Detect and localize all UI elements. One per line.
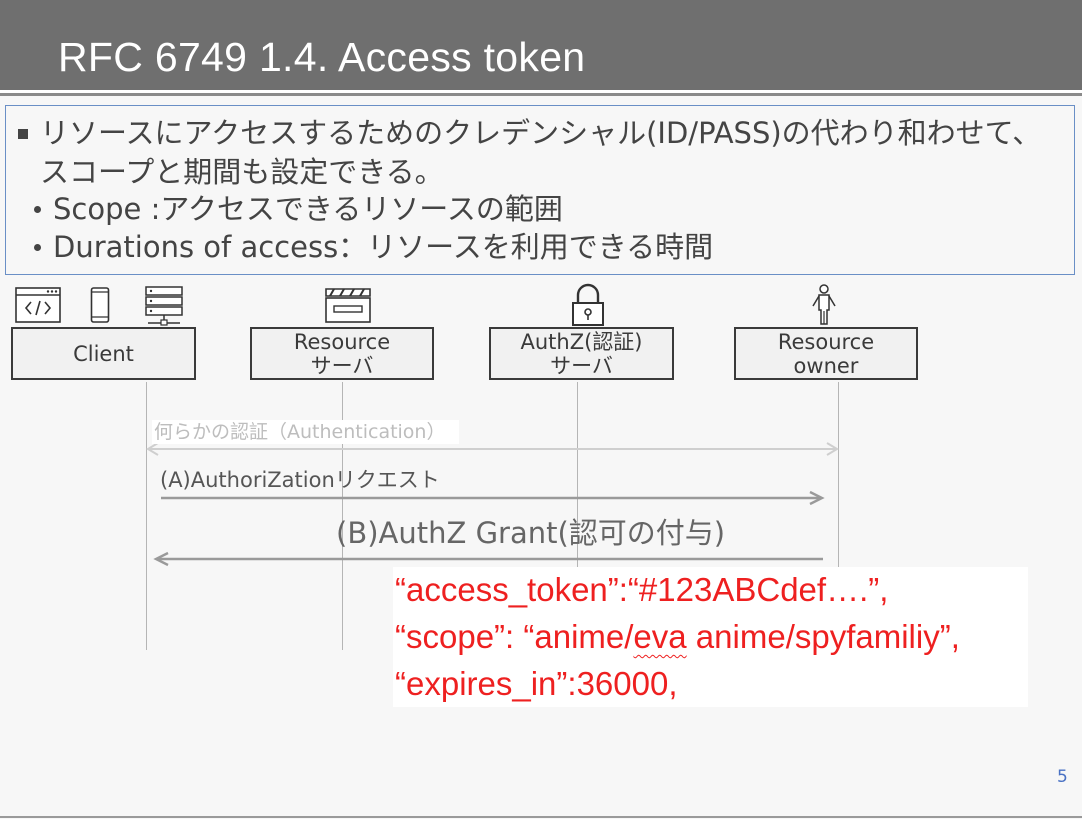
lifeline-authz-server bbox=[577, 382, 578, 572]
actor-authz-server-label-2: サーバ bbox=[550, 353, 613, 378]
authz-grant-label: (B)AuthZ Grant(認可の付与) bbox=[336, 516, 726, 550]
page-number: 5 bbox=[1057, 767, 1068, 787]
bullet-sub-scope: Scope :アクセスできるリソースの範囲 bbox=[34, 190, 563, 229]
actor-resource-server: Resource サーバ bbox=[250, 327, 434, 380]
actor-resource-server-label-2: サーバ bbox=[310, 353, 374, 378]
title-divider bbox=[0, 90, 1082, 93]
bullet-main: リソースにアクセスするためのクレデンシャル(ID/PASS)の代わり和わせて、ス… bbox=[18, 114, 1048, 192]
authz-grant-arrow bbox=[153, 551, 823, 567]
actor-resource-server-label-1: Resource bbox=[293, 329, 391, 354]
actor-client: Client bbox=[11, 327, 196, 380]
server-rack-icon bbox=[145, 286, 183, 326]
dot-bullet-icon bbox=[34, 205, 41, 213]
bullet-sub-duration: Durations of access：リソースを利用できる時間 bbox=[34, 228, 713, 267]
lifeline-resource-owner bbox=[838, 382, 839, 572]
bottom-divider bbox=[0, 816, 1082, 818]
authentication-label: 何らかの認証（Authentication） bbox=[152, 420, 460, 444]
smartphone-icon bbox=[90, 287, 110, 323]
dot-bullet-icon bbox=[34, 243, 41, 251]
actor-authz-server: AuthZ(認証) サーバ bbox=[489, 327, 674, 380]
token-scope-misspelled: eva bbox=[633, 618, 687, 655]
clapperboard-icon bbox=[325, 288, 371, 323]
padlock-icon bbox=[572, 283, 604, 326]
square-bullet-icon bbox=[18, 129, 28, 139]
authentication-arrow bbox=[146, 442, 839, 456]
bullet-sub-duration-text: Durations of access：リソースを利用できる時間 bbox=[53, 230, 714, 264]
slide-title: RFC 6749 1.4. Access token bbox=[58, 34, 586, 80]
token-scope-prefix: “scope”: “anime/ bbox=[395, 618, 634, 655]
token-response-box: “access_token”:“#123ABCdef….”, “scope”: … bbox=[393, 567, 1028, 707]
token-line-access-token: “access_token”:“#123ABCdef….”, bbox=[395, 571, 889, 608]
bullet-main-text: リソースにアクセスするためのクレデンシャル(ID/PASS)の代わり和わせて、ス… bbox=[40, 116, 1042, 189]
actor-resource-owner-label-1: Resource bbox=[777, 329, 875, 354]
lifeline-client bbox=[146, 382, 147, 650]
person-icon bbox=[812, 284, 836, 325]
token-line-expires-in: “expires_in”:36000, bbox=[395, 665, 678, 702]
actor-resource-owner-label-2: owner bbox=[793, 353, 859, 378]
token-line-scope: “scope”: “anime/eva anime/spyfamiliy”, bbox=[395, 618, 960, 656]
authorization-request-label: (A)AuthoriZationリクエスト bbox=[160, 468, 440, 492]
authorization-request-arrow bbox=[161, 490, 825, 506]
lifeline-resource-server bbox=[342, 382, 343, 650]
bullet-sub-scope-text: Scope :アクセスできるリソースの範囲 bbox=[53, 192, 563, 226]
bullet-box: リソースにアクセスするためのクレデンシャル(ID/PASS)の代わり和わせて、ス… bbox=[5, 105, 1075, 275]
actor-client-label: Client bbox=[73, 341, 134, 366]
token-scope-suffix: anime/spyfamiliy”, bbox=[686, 618, 960, 655]
browser-code-icon bbox=[15, 287, 61, 323]
actor-resource-owner: Resource owner bbox=[734, 327, 918, 380]
actor-authz-server-label-1: AuthZ(認証) bbox=[520, 329, 643, 354]
title-divider-shadow bbox=[0, 93, 1082, 96]
title-bar bbox=[0, 0, 1082, 90]
